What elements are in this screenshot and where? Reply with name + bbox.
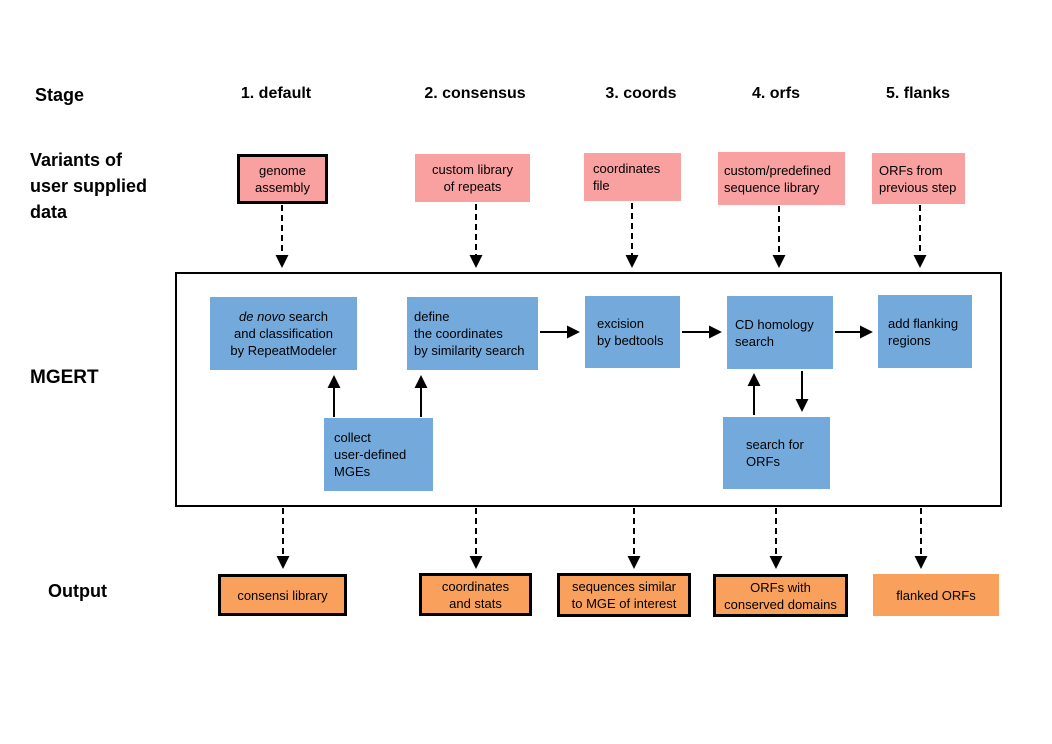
variants-row-label: Variants of user supplied data xyxy=(30,150,148,222)
output-box-orfs-conserved: ORFs with conserved domains xyxy=(713,574,848,617)
output-box-flanked-orfs: flanked ORFs xyxy=(873,574,999,616)
stage-header-default: 1. default xyxy=(240,85,312,102)
denovo-italic-text: de novo xyxy=(239,309,286,324)
stage-header-consensus: 2. consensus xyxy=(424,85,526,102)
output-box-sequences-similar: sequences similar to MGE of interest xyxy=(557,573,691,617)
mgert-container xyxy=(175,272,1002,507)
process-box-denovo-label: de novo search and classification by Rep… xyxy=(230,308,336,359)
output-box-consensi-library: consensi library xyxy=(218,574,347,616)
process-box-cd-homology: CD homology search xyxy=(727,296,833,369)
output-row-label: Output xyxy=(48,581,107,601)
input-box-orfs-previous-step: ORFs from previous step xyxy=(872,153,965,204)
process-box-add-flanking: add flanking regions xyxy=(878,295,972,368)
process-box-define-coordinates: define the coordinates by similarity sea… xyxy=(407,297,538,370)
input-box-genome-assembly: genome assembly xyxy=(237,154,328,204)
dashed-output-arrows xyxy=(276,508,928,569)
process-box-collect-mges: collect user-defined MGEs xyxy=(324,418,433,491)
dashed-input-arrows xyxy=(275,203,927,268)
stage-header-coords: 3. coords xyxy=(605,85,677,102)
input-box-custom-predefined-library: custom/predefined sequence library xyxy=(718,152,845,205)
stage-row-label: Stage xyxy=(35,85,85,105)
process-box-excision: excision by bedtools xyxy=(585,296,680,368)
mgert-row-label: MGERT xyxy=(30,367,99,388)
process-box-denovo-search: de novo search and classification by Rep… xyxy=(210,297,357,370)
input-box-coordinates-file: coordinates file xyxy=(584,153,681,201)
process-box-search-orfs: search for ORFs xyxy=(723,417,830,489)
input-box-custom-library: custom library of repeats xyxy=(415,154,530,202)
stage-header-orfs: 4. orfs xyxy=(751,85,800,102)
denovo-rest-text: search and classification by RepeatModel… xyxy=(230,309,337,358)
output-box-coordinates-stats: coordinates and stats xyxy=(419,573,532,616)
stage-header-flanks: 5. flanks xyxy=(885,85,951,102)
